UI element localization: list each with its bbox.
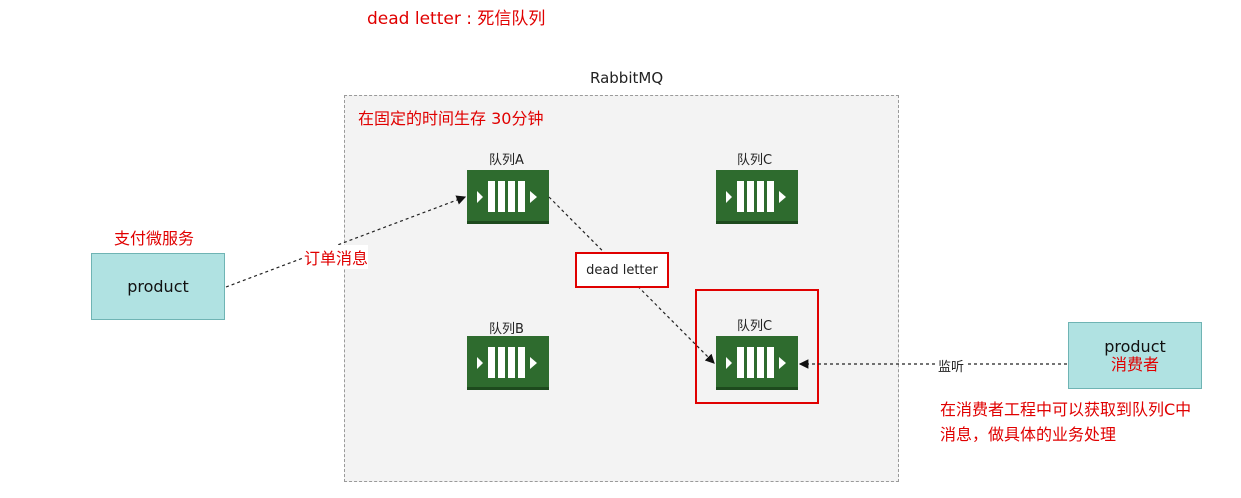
consumer-note-line1: 在消费者工程中可以获取到队列C中 <box>940 400 1192 419</box>
rabbitmq-label: RabbitMQ <box>590 69 664 87</box>
consumer-role-label: 消费者 <box>1110 354 1159 374</box>
listen-edge-label: 监听 <box>936 356 967 375</box>
queue-c-dlx-label: 队列C <box>737 319 773 334</box>
queue-b-icon <box>467 336 549 390</box>
producer-to-queue-a-edge <box>225 195 467 288</box>
dead-letter-label-text: dead letter <box>586 262 658 278</box>
consumer-box-label: product <box>1104 336 1166 356</box>
queue-c-top-label: 队列C <box>737 153 773 168</box>
producer-service-label: 支付微服务 <box>114 229 195 248</box>
dlx-queue-highlight <box>695 289 819 404</box>
dead-letter-edge-label: dead letter <box>575 252 669 288</box>
queue-c-dlx-icon <box>716 336 798 390</box>
queue-c-top-icon <box>716 170 798 224</box>
ttl-note: 在固定的时间生存 30分钟 <box>358 109 544 128</box>
producer-box: product <box>91 253 225 320</box>
rabbitmq-container <box>344 95 899 482</box>
consumer-note: 在消费者工程中可以获取到队列C中 消息，做具体的业务处理 <box>940 397 1240 447</box>
queue-a-icon <box>467 170 549 224</box>
order-message-label: 订单消息 <box>304 245 369 269</box>
diagram-title: dead letter : 死信队列 <box>367 9 546 29</box>
producer-box-label: product <box>127 277 189 296</box>
queue-a-label: 队列A <box>489 153 524 168</box>
consumer-box: product 消费者 <box>1068 322 1202 389</box>
consumer-note-line2: 消息，做具体的业务处理 <box>940 425 1117 444</box>
queue-b-label: 队列B <box>489 322 524 337</box>
